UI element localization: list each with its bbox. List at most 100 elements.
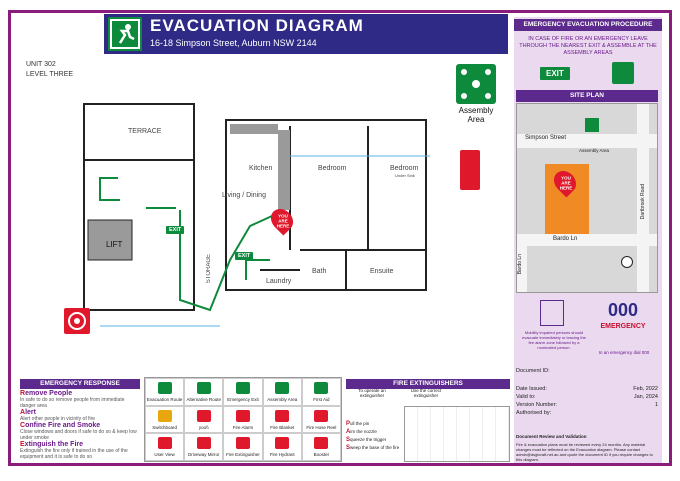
use-correct-label: Use the correct extinguisher [410,388,442,398]
er-letter: C [20,422,26,429]
legend-item: Fire Blanket [262,405,302,434]
street-dartbrook: Dartbrook Road [640,184,646,220]
room-bedroom-1: Bedroom [318,165,347,172]
date-issued: Feb, 2022 [633,386,658,392]
legend-item: Driveway Mirror [184,433,224,461]
er-desc: Alert other people in vicinity of fire [20,416,96,422]
running-man-icon [108,17,142,51]
doc-id-label: Document ID: [516,368,550,374]
unit-info: UNIT 302 LEVEL THREE [26,60,73,80]
pass-text: queeze the trigger [350,437,387,442]
page-title: EVACUATION DIAGRAM [150,16,364,35]
exit-sign-1: EXIT [166,226,185,234]
room-bedroom-2: Bedroom [390,165,419,172]
procedure-assembly-icon [612,62,634,84]
legend-item: First Aid [301,378,341,406]
to-operate-label: To operate an extinguisher [358,388,386,398]
legend-item: Fire Hose Reel [301,405,341,434]
under-sink-note: Under Sink [395,173,415,178]
emergency-number: 000 [607,300,639,320]
legend-item: Fire Extinguisher [223,433,263,461]
date-issued-label: Date Issued: [516,386,547,392]
pass-letter: A [346,429,351,435]
assembly-area-icon [456,64,496,104]
er-desc: Extinguish the fire only if trained in t… [20,448,128,460]
room-bath: Bath [312,268,327,275]
er-desc: Close windows and doors if safe to do so… [20,429,137,441]
er-word: xtinguish the Fire [24,441,84,448]
street-simpson: Simpson Street [525,135,567,141]
legend-item: you\\ [184,405,224,434]
version: 1 [654,402,658,408]
emergency-sub: In an emergency dial 000 [598,350,650,355]
level: LEVEL THREE [26,71,74,78]
pass-letter: S [346,445,351,451]
extinguishers-panel: To operate an extinguisher Use the corre… [346,388,510,462]
street-bardo: Bardo Ln [553,236,578,242]
review-text: Fire & evacuation plans must be reviewed… [516,442,653,462]
review-title: Document Review and Validation [516,434,587,439]
room-kitchen: Kitchen [249,165,273,172]
assembly-area-label: Assembly Area [458,106,494,124]
document-info: Document ID: Date Issued: Feb, 2022 Valid… [516,368,658,462]
pass-text: ull the pin [350,421,370,426]
header: EVACUATION DIAGRAM 16-18 Simpson Street,… [104,14,508,54]
site-you-are-here-label: YOU ARE HERE [559,175,573,191]
pass-step: Pull the pin [346,420,404,428]
legend-item: Alternative Route [184,378,224,406]
fire-equipment-icon [460,150,480,190]
legend-item: Booster [301,433,341,461]
site-plan-map: Simpson Street Assembly Area Bardo Ln Ba… [516,103,658,293]
room-laundry: Laundry [266,278,292,285]
room-living: Living / Dining [222,192,266,199]
unit-number: UNIT 302 [26,61,56,68]
pass-step: Sweep the base of the fire [346,444,404,452]
legend-item: Fire Hydrant [262,433,302,461]
north-arrow-icon [621,256,633,268]
wheelchair-icon [540,300,564,326]
pass-text: im the nozzle [350,429,377,434]
site-assembly-label: Assembly Area [579,148,610,153]
exit-sign-2: EXIT [235,252,254,260]
legend-item: Fire Alarm [223,405,263,434]
floor-plan [83,103,430,327]
room-ensuite: Ensuite [370,268,394,275]
pass-letter: S [346,437,351,443]
er-word: lert [25,409,36,416]
legend-item: Evacuation Route [145,378,185,406]
pass-text: weep the base of the fire [350,445,400,450]
procedure-exit-sign: EXIT [540,67,570,80]
procedure-text: IN CASE OF FIRE OR AN EMERGENCY LEAVE TH… [519,36,657,56]
valid-to: Jan, 2024 [633,394,658,400]
legend-item: Assembly Area [262,378,302,406]
room-terrace: TERRACE [128,128,162,135]
emergency-label: EMERGENCY [600,323,646,330]
authorised-label: Authorised by: [516,410,552,416]
room-storage: STORAGE [206,254,212,284]
pass-letter: P [346,421,351,427]
er-letter: E [20,441,25,448]
extinguishers-title: FIRE EXTINGUISHERS [346,379,510,389]
legend-item: User View [145,433,185,461]
er-word: onfine Fire and Smoke [25,422,101,429]
address: 16-18 Simpson Street, Auburn NSW 2144 [150,38,317,48]
pass-steps: Pull the pin Aim the nozzle Squeeze the … [346,420,404,452]
procedure-title: EMERGENCY EVACUATION PROCEDURE [514,19,662,31]
er-word: emove People [25,390,73,397]
mobility-note: Mobility impaired persons should evacuat… [522,330,586,350]
pass-step: Aim the nozzle [346,428,404,436]
site-plan-title: SITE PLAN [516,90,658,102]
street-bardo-vertical: Bardo Ln [517,254,523,275]
er-letter: A [20,409,26,416]
fire-hose-icon [64,308,90,334]
extinguisher-type-grid [404,406,510,462]
legend-item: Switchboard [145,405,185,434]
room-lift: LIFT [106,240,123,249]
valid-to-label: Valid to: [516,394,536,400]
